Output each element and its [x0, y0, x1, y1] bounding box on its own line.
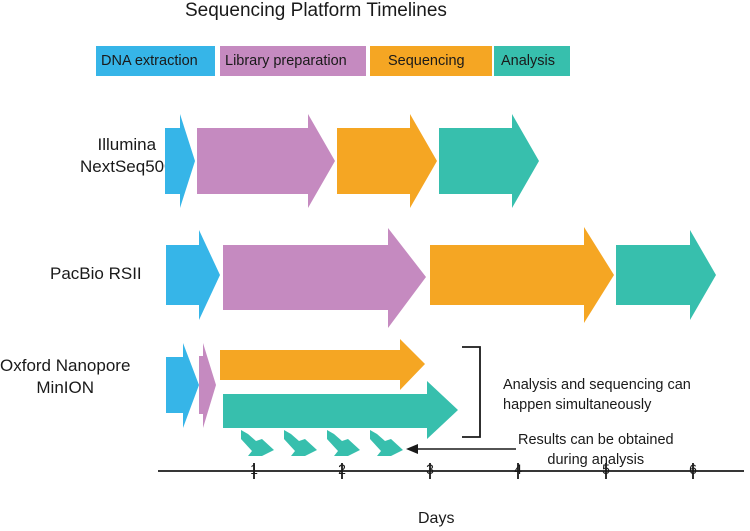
x-axis-tick-label-1: 1: [250, 461, 258, 477]
annotation-results-line1: Results can be obtained: [518, 432, 674, 448]
platform-label-illumina-line1: Illumina: [97, 135, 157, 154]
platform-label-oxford-nanopore: Oxford Nanopore MinION: [0, 355, 130, 399]
annotation-simultaneous-line1: Analysis and sequencing can: [503, 377, 691, 393]
illumina-library-preparation-arrow: [197, 114, 335, 208]
pacbio-dna-extraction-arrow: [166, 230, 220, 320]
pacbio-analysis-arrow: [616, 230, 716, 320]
platform-label-pacbio: PacBio RSII: [50, 264, 142, 283]
result-arrow-1: [241, 430, 274, 456]
x-axis-tick-label-4: 4: [514, 461, 522, 477]
platform-label-illumina-line2: NextSeq500: [80, 157, 174, 176]
result-arrow-4: [370, 430, 403, 456]
x-axis-tick-label-3: 3: [426, 461, 434, 477]
results-pointer-arrowhead: [406, 444, 418, 454]
x-axis-tick-label-5: 5: [602, 461, 610, 477]
diagram-title: Sequencing Platform Timelines: [185, 0, 447, 21]
x-axis-title: Days: [418, 510, 455, 527]
simultaneous-bracket: [462, 346, 481, 438]
ont-sequencing-arrow: [220, 339, 425, 390]
legend-library-preparation: Library preparation: [220, 46, 366, 76]
x-axis-tick-label-6: 6: [689, 461, 697, 477]
pacbio-sequencing-arrow: [430, 227, 614, 323]
platform-label-ont-line2: MinION: [36, 378, 95, 397]
annotation-simultaneous-line2: happen simultaneously: [503, 397, 652, 413]
illumina-sequencing-arrow: [337, 114, 437, 208]
ont-dna-extraction-arrow: [166, 343, 199, 428]
legend-sequencing: Sequencing: [370, 46, 492, 76]
annotation-simultaneous: Analysis and sequencing can happen simul…: [503, 375, 691, 415]
legend-analysis: Analysis: [494, 46, 570, 76]
platform-label-illumina: Illumina NextSeq500: [80, 134, 174, 178]
illumina-analysis-arrow: [439, 114, 539, 208]
annotation-results-line2: during analysis: [547, 452, 645, 468]
annotation-results: Results can be obtained during analysis: [518, 430, 674, 470]
result-arrow-2: [284, 430, 317, 456]
platform-label-ont-line1: Oxford Nanopore: [0, 356, 131, 375]
illumina-dna-extraction-arrow: [165, 114, 195, 208]
result-arrow-3: [327, 430, 360, 456]
legend-dna-extraction: DNA extraction: [96, 46, 215, 76]
ont-analysis-arrow: [223, 381, 458, 439]
pacbio-library-preparation-arrow: [223, 228, 426, 328]
ont-library-preparation-arrow: [199, 343, 216, 428]
x-axis-tick-label-2: 2: [338, 461, 346, 477]
